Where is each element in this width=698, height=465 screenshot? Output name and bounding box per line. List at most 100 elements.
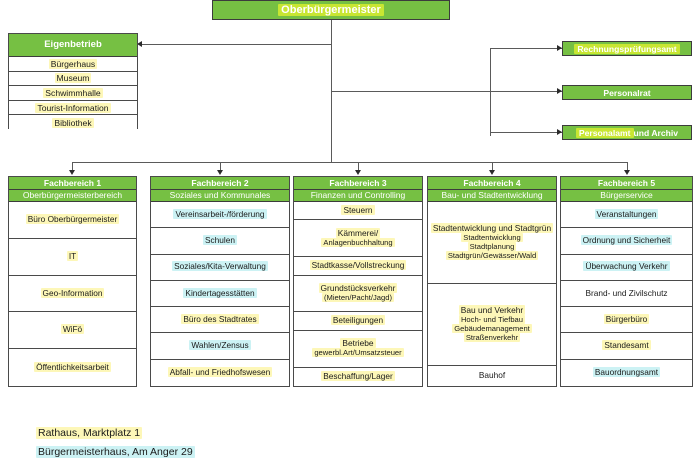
connector-staff-top-branch — [490, 48, 562, 49]
department-number-label: Fachbereich 3 — [329, 177, 387, 188]
eigenbetrieb-item-label: Bürgerhaus — [48, 58, 98, 69]
department-item-text: Kämmerei/ — [335, 227, 381, 238]
department-item-line: Vereinsarbeit-/förderung — [173, 208, 267, 220]
department-item-text: Standesamt — [602, 340, 651, 351]
department-item-line: Wahlen/Zensus — [189, 340, 251, 351]
department-item-text: Bauordnungsamt — [592, 366, 661, 377]
department-number: Fachbereich 5 — [561, 177, 692, 190]
department-item-text: Stadtkasse/Vollstreckung — [309, 259, 407, 270]
department-item[interactable]: IT — [9, 238, 136, 276]
department-item-label: Bauhof — [477, 369, 507, 381]
department-item[interactable]: Grundstücksverkehr(Mieten/Pacht/Jagd) — [294, 275, 422, 313]
department-item-line: Schulen — [203, 235, 237, 246]
node-oberbuergermeister[interactable]: Oberbürgermeister — [212, 0, 450, 20]
department-item-line: Grundstücksverkehr — [318, 283, 398, 294]
connector-drop-fb3 — [358, 162, 359, 171]
department-item[interactable]: Schulen — [151, 228, 289, 255]
department-item[interactable]: Abfall- und Friedhofswesen — [151, 359, 289, 386]
department-item-line: Veranstaltungen — [594, 208, 659, 220]
department-item-label: Ordnung und Sicherheit — [580, 235, 673, 246]
department-item-label: Bauordnungsamt — [592, 366, 661, 378]
department-item[interactable]: Stadtkasse/Vollstreckung — [294, 257, 422, 276]
department-item[interactable]: Kindertagesstätten — [151, 280, 289, 308]
department-item-label: Überwachung Verkehr — [583, 261, 670, 272]
department-item[interactable]: Öffentlichkeitsarbeit — [9, 349, 136, 386]
department-item-line: gewerbl.Art/Umsatzsteuer — [312, 348, 404, 358]
eigenbetrieb-item[interactable]: Museum — [9, 71, 137, 87]
eigenbetrieb-item-label: Museum — [54, 73, 92, 84]
department-item[interactable]: Ordnung und Sicherheit — [561, 228, 692, 255]
department-item[interactable]: Brand- und Zivilschutz — [561, 280, 692, 308]
department-item-line: Büro Oberbürgermeister — [25, 214, 120, 225]
department-item[interactable]: Geo-Information — [9, 275, 136, 313]
department-number: Fachbereich 2 — [151, 177, 289, 190]
node-personalrat[interactable]: Personalrat — [562, 85, 692, 100]
connector-staff-horizontal — [331, 91, 562, 92]
department-item-line: Bauhof — [477, 369, 507, 381]
department-item-line: Stadtentwicklung und Stadtgrün — [430, 223, 554, 234]
department-item-text: Kindertagesstätten — [183, 287, 257, 298]
department-item-text: Grundstücksverkehr — [318, 283, 398, 294]
connector-arrow-personalamt — [557, 128, 562, 135]
department-item[interactable]: Bürgerbüro — [561, 307, 692, 334]
department-item[interactable]: Standesamt — [561, 333, 692, 360]
department-item-text: IT — [66, 250, 79, 261]
department-item[interactable]: Kämmerei/Anlagenbuchhaltung — [294, 220, 422, 258]
legend-item: Rathaus, Marktplatz 1 — [36, 424, 195, 443]
department-item[interactable]: Bauhof — [428, 365, 556, 386]
department-item-text: Veranstaltungen — [594, 208, 659, 219]
department-item[interactable]: WiFö — [9, 312, 136, 350]
node-personalamt-und-archiv[interactable]: Personalamt und Archiv — [562, 125, 692, 140]
department-number: Fachbereich 3 — [294, 177, 422, 190]
department-item-text: gewerbl.Art/Umsatzsteuer — [312, 348, 404, 358]
department-item-text: Geo-Information — [40, 287, 105, 298]
department-name: Soziales und Kommunales — [151, 190, 289, 202]
department-item-line: Öffentlichkeitsarbeit — [34, 361, 111, 373]
department-item-text: Bauhof — [478, 369, 506, 380]
department-item[interactable]: Steuern — [294, 202, 422, 221]
department-item[interactable]: Beteiligungen — [294, 312, 422, 331]
department-name-label: Soziales und Kommunales — [169, 190, 271, 201]
department-item-line: Stadtkasse/Vollstreckung — [309, 259, 407, 271]
department-item-label: Beschaffung/Lager — [321, 370, 395, 382]
node-oberbuergermeister-inner: Oberbürgermeister — [213, 1, 449, 19]
connector-eigenbetrieb-horizontal — [142, 44, 331, 45]
department-item[interactable]: Vereinsarbeit-/förderung — [151, 202, 289, 229]
department-item[interactable]: Beschaffung/Lager — [294, 367, 422, 386]
eigenbetrieb-item[interactable]: Schwimmhalle — [9, 86, 137, 101]
department-item-text: Brand- und Zivilschutz — [585, 287, 668, 298]
department-item-line: Büro des Stadtrates — [181, 313, 259, 325]
eigenbetrieb-item[interactable]: Bürgerhaus — [9, 57, 137, 72]
eigenbetrieb-item-label: Tourist-Information — [35, 102, 111, 113]
eigenbetrieb-item-label: Bibliothek — [52, 117, 94, 128]
department-item-label: Öffentlichkeitsarbeit — [34, 361, 111, 373]
department-item-text: Öffentlichkeitsarbeit — [34, 361, 111, 372]
department-item-text: (Mieten/Pacht/Jagd) — [322, 292, 394, 302]
node-rechnungspruefungsamt[interactable]: Rechnungsprüfungsamt — [562, 41, 692, 56]
department-item-line: Stadtplanung — [431, 241, 553, 252]
department-item[interactable]: Büro Oberbürgermeister — [9, 202, 136, 239]
department-item[interactable]: Bauordnungsamt — [561, 359, 692, 386]
department-item[interactable]: Soziales/Kita-Verwaltung — [151, 254, 289, 281]
department-item-text: Hoch- und Tiefbau — [458, 314, 526, 324]
department-item-text: Büro des Stadtrates — [181, 313, 259, 324]
eigenbetrieb-item[interactable]: Tourist-Information — [9, 100, 137, 116]
eigenbetrieb-item[interactable]: Bibliothek — [9, 115, 137, 130]
department-item[interactable]: Wahlen/Zensus — [151, 333, 289, 360]
department-item[interactable]: Büro des Stadtrates — [151, 307, 289, 334]
department-item-label: Abfall- und Friedhofswesen — [167, 366, 273, 378]
department-item[interactable]: Veranstaltungen — [561, 202, 692, 229]
department-item[interactable]: Überwachung Verkehr — [561, 254, 692, 281]
department-item-line: Bauordnungsamt — [592, 366, 661, 378]
connector-department-bus — [72, 162, 627, 163]
